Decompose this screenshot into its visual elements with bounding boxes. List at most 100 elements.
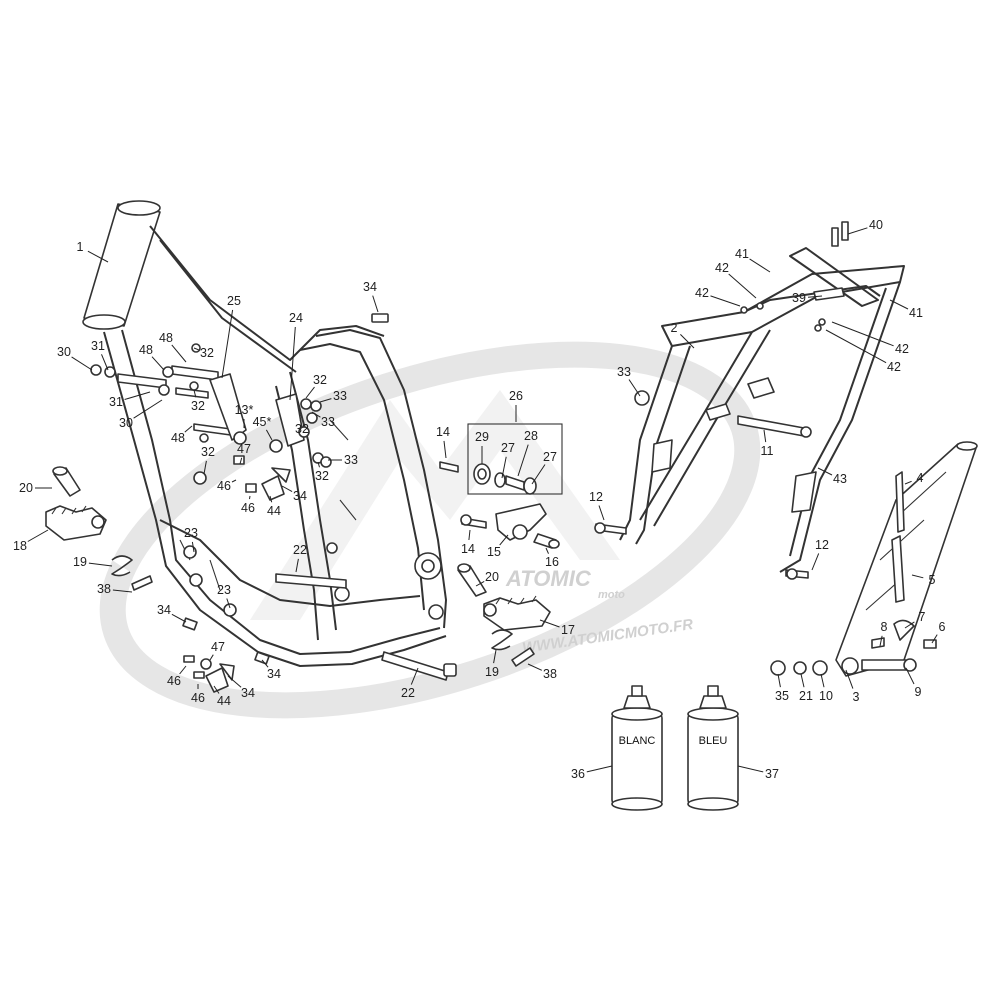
pedal-pivot-parts — [439, 461, 560, 549]
callout-c24: 24 — [289, 311, 303, 325]
callout-c33b: 33 — [321, 415, 335, 429]
callout-leader-c45 — [265, 429, 273, 441]
callout-leader-c46c — [179, 665, 187, 675]
callout-leader-c30b — [133, 399, 163, 419]
callout-leader-c19a — [88, 562, 113, 567]
callout-c25: 25 — [227, 294, 241, 308]
callout-c42c: 42 — [895, 342, 909, 356]
callout-leader-c34b — [281, 485, 293, 493]
callout-leader-c43 — [817, 467, 833, 476]
callout-leader-c47a — [239, 457, 243, 465]
callout-c34b: 34 — [293, 489, 307, 503]
callout-c2: 2 — [671, 321, 678, 335]
callout-c14b: 14 — [461, 542, 475, 556]
callout-c45: 45* — [253, 415, 272, 429]
callout-c19a: 19 — [73, 555, 87, 569]
callout-c47a: 47 — [237, 442, 251, 456]
callout-leader-c35 — [777, 673, 781, 688]
callout-leader-c28 — [517, 444, 529, 477]
callout-c30a: 30 — [57, 345, 71, 359]
callout-c5: 5 — [929, 573, 936, 587]
callout-c32e: 32 — [295, 422, 309, 436]
callout-leader-c3 — [845, 669, 854, 689]
callout-c6: 6 — [939, 620, 946, 634]
callout-c22b: 22 — [401, 686, 415, 700]
callout-c41a: 41 — [735, 247, 749, 261]
right-footpeg-assembly — [457, 563, 551, 667]
callout-leader-c10 — [820, 673, 825, 688]
callout-c46a: 46 — [217, 479, 231, 493]
callout-c34c: 34 — [157, 603, 171, 617]
callout-leader-c22a — [295, 558, 299, 573]
callout-leader-c34e — [227, 675, 242, 688]
callout-leader-c47b — [209, 654, 214, 661]
callout-leader-c5 — [911, 574, 924, 579]
callout-c27a: 27 — [501, 441, 515, 455]
callout-leader-c31a — [101, 354, 109, 371]
callout-c38b: 38 — [543, 667, 557, 681]
callout-c17: 17 — [561, 623, 575, 637]
callout-c23b: 23 — [217, 583, 231, 597]
callout-leader-c12b — [811, 553, 820, 571]
callout-c33d: 33 — [617, 365, 631, 379]
callout-leader-c42a — [728, 273, 757, 299]
callout-leader-c48b — [171, 344, 187, 363]
callout-leader-c42c — [831, 321, 894, 347]
callout-leader-c38a — [112, 589, 133, 593]
callout-c32b: 32 — [191, 399, 205, 413]
callout-c27b: 27 — [543, 450, 557, 464]
callout-leader-c11 — [763, 429, 767, 443]
callout-leader-c44a — [269, 495, 273, 503]
callout-leader-c34a — [372, 295, 379, 313]
callout-leader-c48c — [184, 425, 193, 433]
watermark-logo-sub: moto — [598, 589, 625, 601]
callout-c46d: 46 — [191, 691, 205, 705]
callout-leader-c33a — [319, 398, 332, 403]
callout-c3: 3 — [853, 690, 860, 704]
callout-leader-c18 — [27, 529, 49, 542]
callout-c16: 16 — [545, 555, 559, 569]
callout-c42b: 42 — [695, 286, 709, 300]
callout-leader-c7 — [904, 621, 915, 629]
callout-c47b: 47 — [211, 640, 225, 654]
callout-c41b: 41 — [909, 306, 923, 320]
callout-leader-c41a — [749, 258, 771, 273]
callout-c14a: 14 — [436, 425, 450, 439]
callout-c38a: 38 — [97, 582, 111, 596]
callout-leader-c24 — [289, 326, 296, 401]
callout-c26: 26 — [509, 389, 523, 403]
callout-leader-c32c — [203, 460, 207, 475]
callout-c32f: 32 — [315, 469, 329, 483]
callout-leader-c21 — [800, 673, 805, 688]
callout-c12a: 12 — [589, 490, 603, 504]
watermark-logo-word: ATOMIC — [505, 566, 592, 591]
callout-c48b: 48 — [159, 331, 173, 345]
callout-c32c: 32 — [201, 445, 215, 459]
callout-leader-c32d — [305, 386, 315, 399]
callout-c34d: 34 — [267, 667, 281, 681]
callout-leader-c31b — [124, 391, 151, 400]
callout-c34a: 34 — [363, 280, 377, 294]
callout-c20b: 20 — [485, 570, 499, 584]
callout-leader-c33b — [311, 411, 321, 418]
callout-leader-c14a — [443, 440, 447, 459]
callout-c34e: 34 — [241, 686, 255, 700]
callout-c42a: 42 — [715, 261, 729, 275]
callout-leader-c40 — [847, 227, 868, 235]
callout-leader-c37 — [737, 765, 764, 773]
callout-leader-c46a — [231, 479, 237, 483]
callout-c28: 28 — [524, 429, 538, 443]
side-stand — [770, 441, 978, 677]
callout-leader-c48a — [151, 356, 165, 371]
callout-leader-c6 — [931, 634, 938, 644]
callout-leader-c32f — [317, 461, 320, 468]
callout-c10: 10 — [819, 689, 833, 703]
callout-leader-c32a — [193, 347, 199, 351]
callout-leader-c34d — [261, 659, 269, 668]
callout-c46c: 46 — [167, 674, 181, 688]
callout-leader-c4 — [904, 480, 912, 485]
callout-c33c: 33 — [344, 453, 358, 467]
can-label-bleu: BLEU — [699, 735, 728, 747]
callout-c29: 29 — [475, 430, 489, 444]
